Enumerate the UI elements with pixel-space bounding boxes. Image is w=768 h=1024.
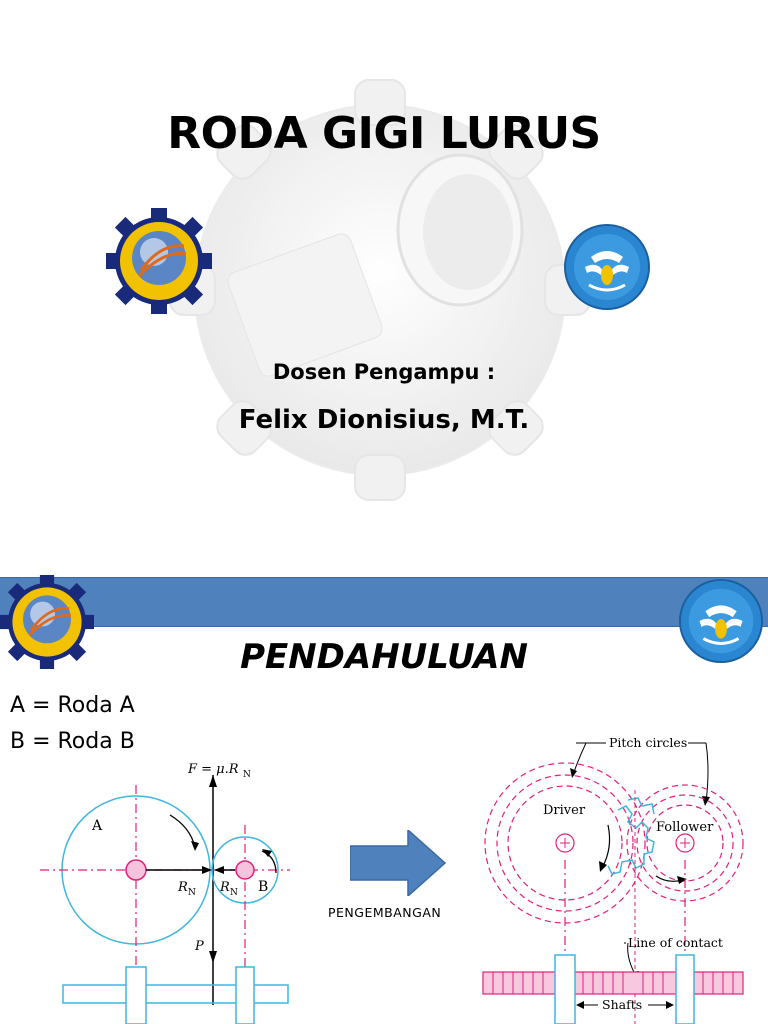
shafts-label: Shafts	[602, 997, 642, 1012]
wheel-a-label: A	[91, 818, 103, 834]
content-slide: PENDAHULUAN A = Roda A B = Roda B F = μ.…	[0, 545, 768, 1024]
polytechnic-logo	[0, 575, 94, 669]
line-of-contact-label: Line of contact	[628, 935, 723, 950]
spur-gear-diagram: Pitch circles Driver Follower Line of	[482, 735, 744, 1024]
follower-label: Follower	[656, 820, 714, 835]
legend-wheel-b: B = Roda B	[10, 729, 135, 754]
force-label: F = μ.R	[187, 762, 239, 777]
pitch-circles-label: Pitch circles	[609, 735, 687, 750]
tut-wuri-handayani-logo	[678, 578, 764, 664]
legend-wheel-a: A = Roda A	[10, 693, 135, 718]
header-bar	[0, 577, 768, 627]
development-arrow-icon	[350, 830, 446, 896]
driver-label: Driver	[543, 803, 586, 818]
force-subscript: N	[243, 770, 251, 780]
presentation-title: RODA GIGI LURUS	[167, 108, 601, 159]
lecturer-label: Dosen Pengampu :	[272, 360, 496, 384]
friction-wheel-diagram: F = μ.R N A B R N R N P	[40, 762, 290, 1024]
load-label: P	[194, 939, 204, 954]
development-label: PENGEMBANGAN	[328, 905, 442, 920]
normal-force-label-a: R	[177, 880, 188, 895]
normal-force-sub-a: N	[188, 888, 196, 898]
polytechnic-logo	[106, 208, 212, 314]
normal-force-sub-b: N	[230, 888, 238, 898]
tut-wuri-handayani-logo	[564, 224, 650, 310]
section-title: PENDAHULUAN	[240, 637, 528, 677]
background-gear-image	[169, 79, 591, 501]
lecturer-name: Felix Dionisius, M.T.	[238, 405, 530, 435]
title-slide: RODA GIGI LURUS Dosen Pengampu : Felix D…	[106, 79, 650, 501]
normal-force-label-b: R	[219, 880, 230, 895]
wheel-b-label: B	[258, 879, 268, 895]
